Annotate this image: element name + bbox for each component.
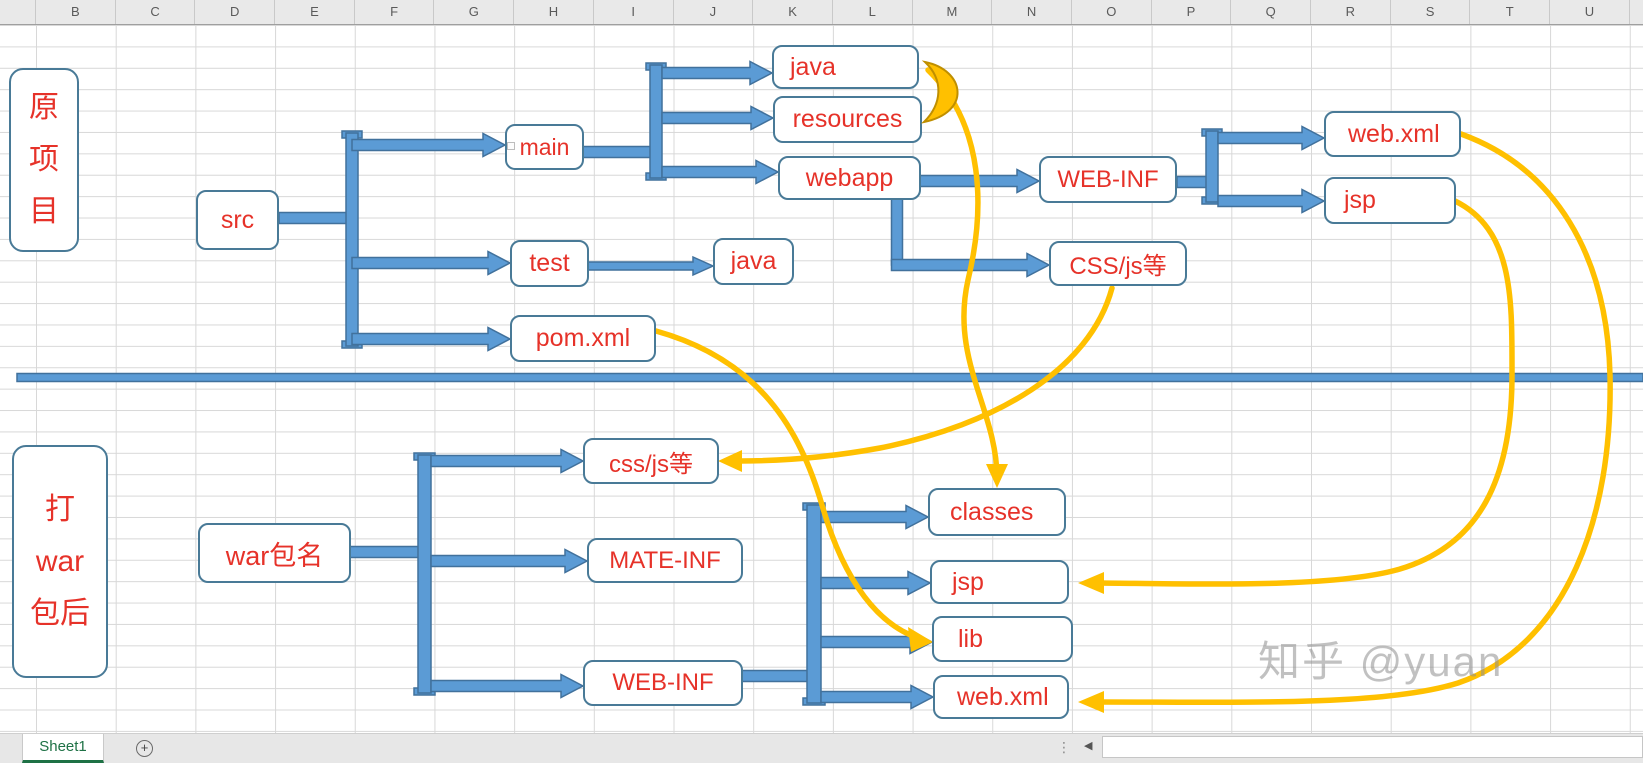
column-header[interactable]: Q (1231, 0, 1311, 24)
horizontal-scrollbar[interactable] (1102, 736, 1643, 758)
node-classes[interactable]: classes (928, 488, 1066, 536)
column-header[interactable]: P (1152, 0, 1232, 24)
scroll-left-icon[interactable]: ◀ (1084, 740, 1093, 752)
node-web-xml-war[interactable]: web.xml (933, 675, 1069, 719)
node-css-js-war[interactable]: css/js等 (583, 438, 719, 484)
node-pom-xml[interactable]: pom.xml (510, 315, 656, 362)
add-sheet-icon[interactable]: + (136, 740, 153, 757)
node-war-name[interactable]: war包名 (198, 523, 351, 583)
node-java-main[interactable]: java (772, 45, 919, 89)
node-label: WEB-INF (612, 669, 714, 696)
node-webapp[interactable]: webapp (778, 156, 921, 200)
column-header[interactable]: N (992, 0, 1072, 24)
column-header[interactable]: G (434, 0, 515, 24)
node-web-inf-war[interactable]: WEB-INF (583, 660, 743, 706)
drag-dots-icon[interactable]: ⋮ (1057, 739, 1071, 755)
column-header[interactable]: U (1550, 0, 1630, 24)
column-header-row: B C D E F G H I J K L M N O P Q R S T U (0, 0, 1643, 25)
column-header[interactable] (0, 0, 36, 24)
node-label: webapp (805, 163, 894, 192)
column-header[interactable]: L (833, 0, 913, 24)
node-label: java (730, 247, 777, 275)
node-label: war包名 (225, 540, 324, 571)
node-test[interactable]: test (510, 240, 589, 287)
node-label: lib (958, 624, 984, 653)
column-header[interactable]: F (355, 0, 435, 24)
node-label: jsp (952, 567, 984, 596)
node-label: jsp (1344, 186, 1376, 214)
column-header[interactable]: R (1311, 0, 1391, 24)
column-header[interactable]: C (116, 0, 196, 24)
node-label: test (529, 249, 570, 277)
column-header[interactable]: H (514, 0, 594, 24)
section-label-original-project[interactable]: 原项目 (9, 68, 79, 252)
shape-anchor-square (507, 142, 515, 150)
node-label: web.xml (957, 682, 1049, 711)
node-label: CSS/js等 (1069, 253, 1167, 280)
column-header[interactable]: S (1391, 0, 1471, 24)
node-jsp-src[interactable]: jsp (1324, 177, 1456, 224)
node-label: src (220, 205, 255, 234)
node-main[interactable]: main (505, 124, 584, 170)
column-header[interactable]: E (275, 0, 355, 24)
sheet-tab-sheet1[interactable]: Sheet1 (22, 734, 104, 763)
node-lib[interactable]: lib (932, 616, 1073, 662)
node-label: WEB-INF (1057, 165, 1159, 193)
section-label-text: 打war包后 (30, 492, 90, 630)
column-header[interactable]: J (674, 0, 754, 24)
node-label: pom.xml (535, 324, 631, 352)
node-label: classes (950, 497, 1034, 526)
watermark: 知乎 @yuan (1258, 638, 1504, 685)
node-css-js-src[interactable]: CSS/js等 (1049, 241, 1187, 286)
node-label: MATE-INF (609, 546, 721, 574)
node-src[interactable]: src (196, 190, 279, 250)
node-label: resources (792, 105, 903, 133)
node-label: main (519, 133, 570, 160)
node-web-xml-src[interactable]: web.xml (1324, 111, 1461, 157)
column-header[interactable]: D (195, 0, 276, 24)
column-header[interactable]: M (913, 0, 993, 24)
column-header[interactable]: K (753, 0, 833, 24)
node-label: css/js等 (609, 450, 693, 478)
node-mate-inf[interactable]: MATE-INF (587, 538, 743, 583)
column-header[interactable]: B (36, 0, 116, 24)
column-header[interactable]: I (594, 0, 674, 24)
column-header[interactable]: T (1470, 0, 1551, 24)
node-java-test[interactable]: java (713, 238, 794, 285)
node-web-inf-src[interactable]: WEB-INF (1039, 156, 1177, 203)
node-label: java (790, 52, 836, 81)
section-label-after-war-package[interactable]: 打war包后 (12, 445, 108, 678)
column-header[interactable]: O (1072, 0, 1152, 24)
section-label-text: 原项目 (29, 91, 59, 228)
node-jsp-war[interactable]: jsp (930, 560, 1069, 604)
node-label: web.xml (1348, 119, 1440, 148)
node-resources[interactable]: resources (773, 96, 922, 143)
